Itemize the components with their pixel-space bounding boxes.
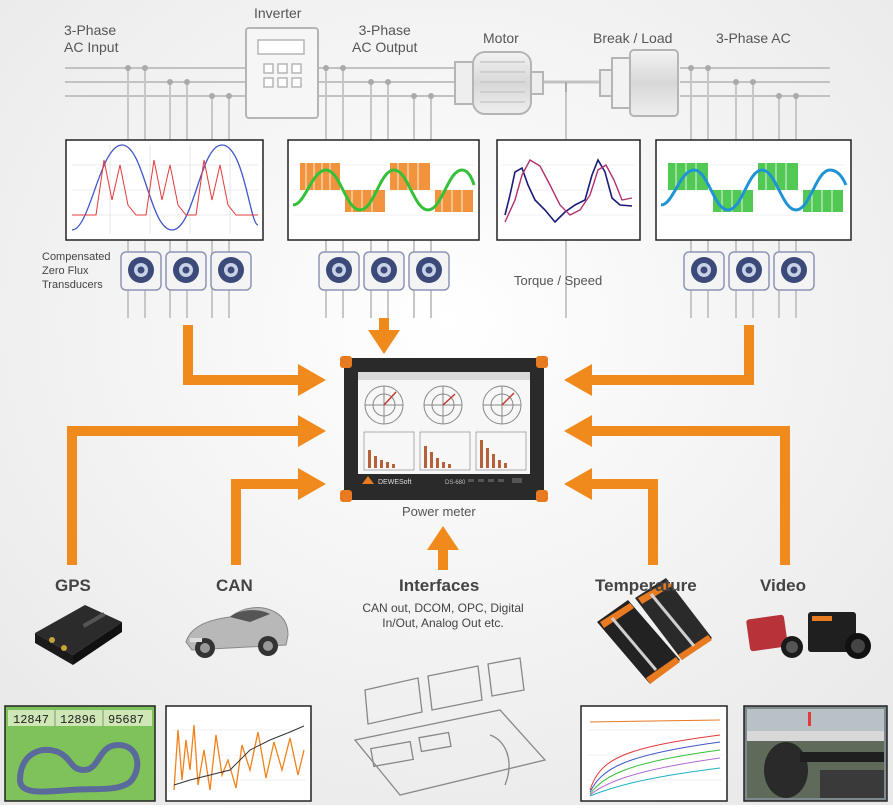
power-meter-device: DEWESoft DS-680 — [340, 356, 548, 502]
ac-output-line-1: 3-Phase — [358, 22, 411, 38]
motor-icon — [454, 51, 544, 115]
transducer-icon — [363, 251, 405, 291]
ac-input-line-2: AC Input — [64, 39, 119, 55]
power-meter-label: Power meter — [402, 504, 476, 519]
bus-junction-dots — [125, 65, 799, 99]
transducers-label: Compensated Zero Flux Transducers — [42, 250, 111, 292]
can-label: CAN — [216, 576, 253, 595]
transducer-icon — [120, 251, 162, 291]
arrow-inputs — [183, 325, 300, 385]
arrow-temperature — [590, 479, 658, 565]
gps-readout-1: 12847 — [13, 713, 49, 727]
torque-speed-scope — [496, 139, 641, 241]
device-brand: DEWESoft — [378, 479, 412, 486]
arrow-video — [590, 426, 790, 565]
interfaces-label: Interfaces — [399, 576, 480, 595]
video-label: Video — [760, 576, 806, 595]
arrow-outputs — [590, 325, 754, 385]
signal-flow-arrows — [67, 318, 790, 570]
video-camera-icon — [746, 612, 871, 659]
arrowheads — [298, 330, 592, 550]
brake-load-icon — [565, 49, 679, 117]
video-frame-panel — [743, 705, 888, 802]
transducer-icon — [728, 251, 770, 291]
transducer-icon — [408, 251, 450, 291]
ac-output-label: 3-Phase AC Output — [352, 22, 417, 56]
temperature-module-icon — [597, 578, 712, 684]
transducer-icons — [120, 251, 815, 291]
interfaces-description: CAN out, DCOM, OPC, Digital In/Out, Anal… — [356, 601, 530, 631]
car-icon — [185, 607, 289, 658]
transducer-icon — [773, 251, 815, 291]
gps-track-panel: 12847 12896 95687 — [4, 705, 156, 802]
gps-readout-2: 12896 — [60, 713, 96, 727]
ac-input-line-1: 3-Phase — [64, 22, 117, 38]
transducer-icon — [165, 251, 207, 291]
torque-speed-label: Torque / Speed — [514, 273, 603, 288]
interfaces-sketch — [353, 657, 547, 796]
inverter-icon — [245, 27, 319, 119]
break-load-label: Break / Load — [593, 30, 673, 46]
gps-receiver-icon — [35, 605, 122, 665]
gps-readout-3: 95687 — [108, 713, 144, 727]
temperature-label: Temperature — [595, 576, 697, 595]
transducer-icon — [683, 251, 725, 291]
output-ac-waveform-scope — [655, 139, 852, 241]
inverter-label: Inverter — [254, 5, 302, 21]
ac-output-3phase-label: 3-Phase AC — [716, 30, 791, 46]
transducers-line-3: Transducers — [42, 279, 103, 291]
gps-label: GPS — [55, 576, 91, 595]
output-waveform-scope — [287, 139, 480, 241]
transducer-icon — [318, 251, 360, 291]
transducer-icon — [210, 251, 252, 291]
transducers-line-1: Compensated — [42, 251, 111, 263]
ac-input-label: 3-Phase AC Input — [64, 22, 118, 56]
arrow-can — [231, 479, 300, 565]
input-waveform-scope — [65, 139, 264, 241]
transducers-line-2: Zero Flux — [42, 265, 89, 277]
ac-output-line-2: AC Output — [352, 39, 418, 55]
motor-label: Motor — [483, 30, 519, 46]
interfaces-desc-line-2: In/Out, Analog Out etc. — [382, 616, 504, 630]
can-chart-panel — [165, 705, 312, 802]
device-model: DS-680 — [445, 480, 466, 486]
temperature-chart-panel — [580, 705, 728, 802]
interfaces-desc-line-1: CAN out, DCOM, OPC, Digital — [362, 601, 524, 615]
arrow-gps — [67, 426, 300, 565]
